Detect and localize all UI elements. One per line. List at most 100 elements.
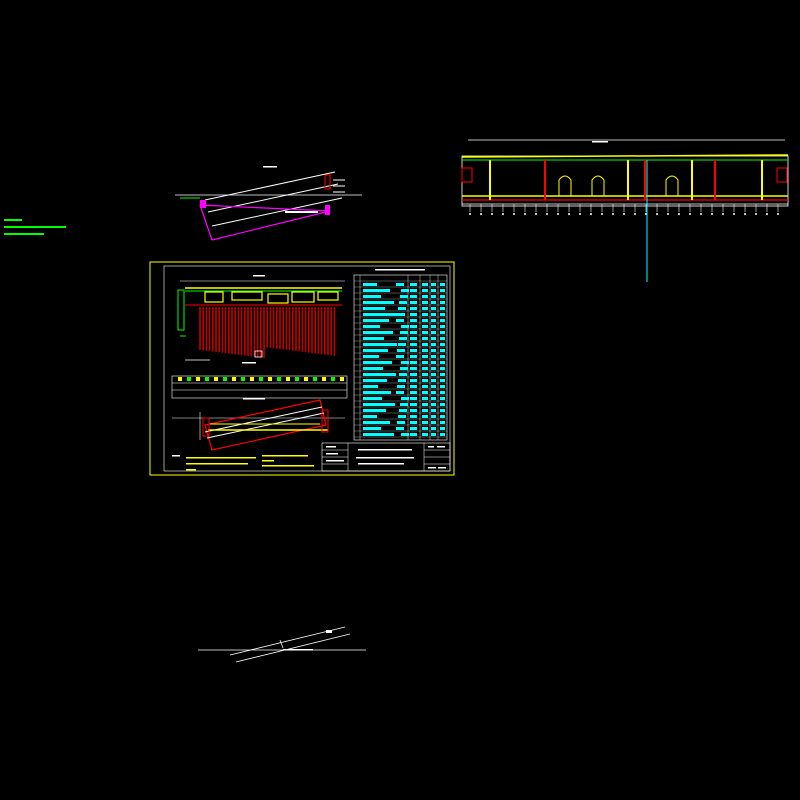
quantity-table <box>353 269 448 441</box>
tb-cell-mark-3 <box>326 460 344 462</box>
table-cell-value <box>440 283 445 286</box>
table-cell-value <box>431 307 436 310</box>
strip-cell <box>331 377 335 381</box>
table-cell-text <box>363 367 383 370</box>
strip-cell <box>187 377 191 381</box>
table-cell-value <box>431 313 436 316</box>
strip-cell <box>205 377 209 381</box>
strip-cell <box>268 377 272 381</box>
table-cell-value <box>440 307 445 310</box>
table-cell-text <box>363 409 386 412</box>
table-cell-value <box>410 301 417 304</box>
elevation-tick-dot <box>579 213 581 215</box>
table-cell-value <box>422 403 428 406</box>
strip-cell <box>322 377 326 381</box>
elevation-top-label-mark <box>592 141 608 143</box>
title-block <box>321 442 451 472</box>
elevation-tick-dot <box>678 213 680 215</box>
table-cell-value <box>397 313 405 316</box>
table-cell-value <box>431 373 436 376</box>
note-line-5 <box>262 460 274 462</box>
table-cell-value <box>410 409 417 412</box>
bottom-slab-line-1 <box>229 626 346 656</box>
table-cell-value <box>422 421 428 424</box>
lower-right-pier <box>321 409 329 433</box>
table-cell-value <box>410 337 417 340</box>
slab-bottom-line <box>211 197 343 227</box>
table-cell-value <box>422 319 428 322</box>
table-cell-value <box>431 301 436 304</box>
data-strip-cells <box>178 377 344 381</box>
elevation-arch <box>591 175 605 196</box>
slab-top-line <box>204 171 336 201</box>
bottom-slab-line-2 <box>235 633 351 663</box>
elevation-tick-dot <box>766 213 768 215</box>
elevation-left-abutment <box>461 167 473 183</box>
table-cell-value <box>431 349 436 352</box>
table-cell-value <box>397 385 405 388</box>
bottom-sketch <box>198 626 366 663</box>
strip-cell <box>340 377 344 381</box>
strip-cell <box>304 377 308 381</box>
table-cell-value <box>396 319 404 322</box>
table-cell-value <box>431 319 436 322</box>
table-cell-value <box>440 367 445 370</box>
table-cell-text <box>363 289 390 292</box>
table-cell-text <box>363 319 389 322</box>
elevation-tick-dot <box>502 213 504 215</box>
drawing-sheet[interactable] <box>149 261 455 476</box>
strip-cell <box>286 377 290 381</box>
table-cell-value <box>396 427 404 430</box>
elevation-tick-dot <box>557 213 559 215</box>
table-cell-value <box>440 385 445 388</box>
section-sketch-upper <box>175 166 362 241</box>
plan-yellow-block <box>317 291 339 301</box>
table-cell-text <box>363 355 379 358</box>
right-support-marker <box>324 174 331 190</box>
table-cell-value <box>431 433 436 436</box>
plan-title-mark <box>253 275 265 277</box>
table-cell-value <box>440 433 445 436</box>
table-cell-value <box>400 331 408 334</box>
plan-left-green-box <box>177 289 185 331</box>
table-cell-value <box>431 415 436 418</box>
table-cell-value <box>398 307 406 310</box>
table-cell-text <box>363 379 387 382</box>
elevation-tick-dot <box>568 213 570 215</box>
table-cell-text <box>363 337 384 340</box>
table-cell-value <box>440 349 445 352</box>
table-cell-value <box>410 385 417 388</box>
tb-right-mark-3 <box>428 467 436 469</box>
tb-drawing-name-mark-2 <box>358 463 404 465</box>
table-cell-value <box>422 313 428 316</box>
lower-slab-2 <box>206 412 325 439</box>
lower-section <box>172 398 345 451</box>
table-cell-text <box>363 427 381 430</box>
table-cell-value <box>422 337 428 340</box>
elevation-tick-dot <box>612 213 614 215</box>
table-cell-value <box>440 331 445 334</box>
elevation-tick-dot <box>491 213 493 215</box>
table-cell-text <box>363 403 395 406</box>
table-cell-value <box>431 427 436 430</box>
plan-yellow-blocks <box>204 291 339 304</box>
elevation-piers <box>489 160 763 200</box>
note-line-6 <box>262 465 314 467</box>
table-cell-text <box>363 385 378 388</box>
lower-slab-1 <box>204 406 323 433</box>
elevation-tick-dot <box>601 213 603 215</box>
table-cell-value <box>422 349 428 352</box>
note-line-3 <box>186 469 196 471</box>
notes-mark <box>172 455 180 457</box>
strip-cell <box>313 377 317 381</box>
elevation-tick-dot <box>755 213 757 215</box>
table-cell-value <box>422 289 428 292</box>
strip-cell <box>223 377 227 381</box>
lower-left-pier <box>202 417 210 437</box>
elevation-tick-dot <box>667 213 669 215</box>
strip-cell <box>196 377 200 381</box>
left-support-marker <box>200 200 206 208</box>
table-cell-value <box>401 325 409 328</box>
